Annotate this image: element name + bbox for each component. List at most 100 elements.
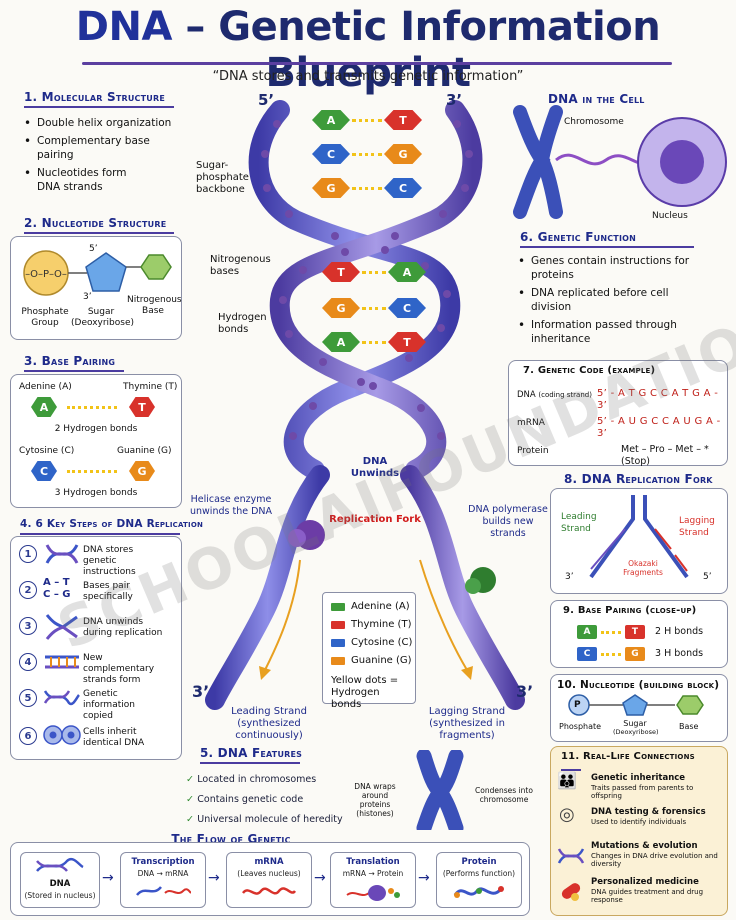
- dna-sequence: 5’ - A T G C C A T G A - 3’: [597, 388, 719, 411]
- base-pair-icon: C: [312, 144, 350, 164]
- arrow-right-icon: →: [314, 870, 326, 886]
- helicase-label: Helicase enzyme unwinds the DNA: [190, 494, 273, 517]
- base-pair-icon: G: [312, 178, 350, 198]
- features-list: ✓ Located in chromosomes ✓ Contains gene…: [186, 770, 346, 830]
- base-pair-icon: A: [322, 332, 360, 352]
- lagging-strand-label: Lagging Strand: [679, 516, 715, 538]
- fork-strand-right: [400, 465, 525, 710]
- protein-chain-icon: [453, 886, 504, 898]
- ribosome-icon: [346, 885, 400, 901]
- adenine-icon: A: [31, 397, 57, 417]
- replication-steps-box: 1 DNA stores genetic instructions 2 A – …: [10, 536, 182, 760]
- leading-strand-label: Leading Strand: [561, 512, 597, 534]
- arrow-right-icon: →: [208, 870, 220, 886]
- real-life-connections-box: 11. Real-Life Connections 👪 Genetic inhe…: [550, 746, 728, 916]
- sugar-label: Sugar (Deoxyribose): [71, 307, 135, 328]
- chromosome-label: Chromosome: [564, 117, 624, 127]
- section-title: 2. Nucleotide Structure: [24, 216, 167, 230]
- legend-swatch: [331, 639, 345, 647]
- bases-label: Nitrogenous bases: [210, 254, 271, 277]
- nucleus-label: Nucleus: [652, 211, 688, 221]
- title-underline: [82, 62, 672, 65]
- base-pair-icon: C: [388, 298, 426, 318]
- hydrogen-bond-icon: [67, 470, 117, 473]
- step-number: 3: [19, 617, 37, 635]
- five-prime-label: 5’: [258, 91, 275, 109]
- section-title: 3. Base Pairing: [24, 354, 116, 368]
- list-item: Information passed through inheritance: [518, 318, 708, 346]
- mrna-strand-icon: [242, 887, 297, 895]
- list-item: ✓ Universal molecule of heredity: [186, 814, 343, 825]
- page-subtitle: “DNA stores and transmits genetic inform…: [212, 69, 524, 84]
- transcription-icon: [136, 886, 191, 896]
- cells-icon: [43, 725, 81, 745]
- section-title: 1. Molecular Structure: [24, 90, 165, 104]
- step-number: 1: [19, 545, 37, 563]
- section-title: 4. 6 Key Steps of DNA Replication: [20, 518, 204, 530]
- phosphate-symbol-icon: –O–P–O–: [25, 269, 67, 280]
- dna-helix-icon: [557, 848, 585, 864]
- okazaki-label: Okazaki Fragments: [623, 559, 663, 577]
- legend-swatch: [331, 657, 345, 665]
- dna-double-helix: [205, 100, 525, 710]
- flow-step-translation: Translation mRNA → Protein: [330, 852, 416, 908]
- sugar-pentagon-icon: [85, 252, 127, 292]
- nucleotide-structure-box: –O–P–O– 5’ 3’ Phosphate Group Sugar (Deo…: [10, 236, 182, 340]
- page-title: DNA – Genetic Information Blueprint: [75, 4, 661, 96]
- base-pairing-box: Adenine (A) Thymine (T) A T 2 Hydrogen b…: [10, 374, 182, 508]
- mrna-sequence: 5’ - A U G C C A U G A - 3’: [597, 416, 721, 439]
- new-strands-icon: [45, 655, 79, 669]
- base-pairing-closeup-box: 9. Base Pairing (close-up) A T 2 H bonds…: [550, 600, 728, 668]
- check-icon: ✓: [186, 794, 198, 805]
- flow-step-protein: Protein (Performs function): [436, 852, 522, 908]
- fingerprint-icon: ◎: [559, 804, 575, 825]
- base-color-legend: Adenine (A) Thymine (T) Cytosine (C) Gua…: [322, 592, 416, 710]
- nucleotide-diagram: –O–P–O–: [23, 250, 172, 296]
- check-icon: ✓: [186, 814, 198, 825]
- pill-capsule-icon: [561, 883, 581, 901]
- step-number: 5: [19, 689, 37, 707]
- arrow-right-icon: →: [102, 870, 114, 886]
- step-number: 4: [19, 653, 37, 671]
- dna-helix-icon: [36, 857, 84, 872]
- fork-strand-left: [205, 465, 330, 710]
- dna-helix-icon: [45, 544, 79, 564]
- arrow-right-icon: →: [418, 870, 430, 886]
- flow-step-dna: DNA (Stored in nucleus): [20, 852, 100, 908]
- flow-step-mrna: mRNA (Leaves nucleus): [226, 852, 312, 908]
- section-title: 6. Genetic Function: [520, 230, 637, 244]
- flow-step-transcription: Transcription DNA → mRNA: [120, 852, 206, 908]
- list-item: ✓ Located in chromosomes: [186, 774, 317, 785]
- list-item: Double helix organization: [24, 116, 184, 130]
- cytosine-icon: C: [31, 461, 57, 481]
- dna-unwinds-label: DNA Unwinds: [350, 456, 400, 479]
- section-molecular-structure: 1. Molecular Structure Double helix orga…: [24, 90, 184, 198]
- section-title: 8. DNA Replication Fork: [564, 472, 713, 486]
- chromosome-icon: [513, 105, 563, 219]
- three-prime-right-label: 3’: [516, 682, 534, 701]
- list-item: Complementary base pairing: [24, 134, 184, 162]
- base-pair-icon: A: [312, 110, 350, 130]
- legend-swatch: [331, 621, 345, 629]
- base-hexagon-icon: [676, 695, 704, 715]
- thymine-icon: T: [625, 625, 645, 639]
- genetic-function-list: Genes contain instructions for proteins …: [518, 254, 708, 350]
- base-pair-icon: C: [384, 178, 422, 198]
- nucleotide-block-box: 10. Nucleotide (building block) P Phosph…: [550, 674, 728, 742]
- section-title: DNA in the Cell: [548, 92, 645, 106]
- section-title: 5. DNA Features: [200, 746, 303, 760]
- replication-fork-label: Replication Fork: [329, 514, 421, 525]
- base-pair-icon: T: [388, 332, 426, 352]
- base-hexagon-icon: [140, 254, 172, 280]
- replication-fork-box: Leading Strand Lagging Strand Okazaki Fr…: [550, 488, 728, 594]
- base-pair-icon: T: [322, 262, 360, 282]
- dna-in-cell-diagram: [513, 105, 727, 219]
- guanine-icon: G: [129, 461, 155, 481]
- three-prime-left-label: 3’: [192, 682, 210, 701]
- thymine-icon: T: [129, 397, 155, 417]
- condenses-label: Condenses into chromosome: [475, 786, 533, 804]
- list-item: DNA replicated before cell division: [518, 286, 708, 314]
- list-item: Nucleotides form DNA strands: [24, 166, 147, 194]
- list-item: ✓ Contains genetic code: [186, 794, 304, 805]
